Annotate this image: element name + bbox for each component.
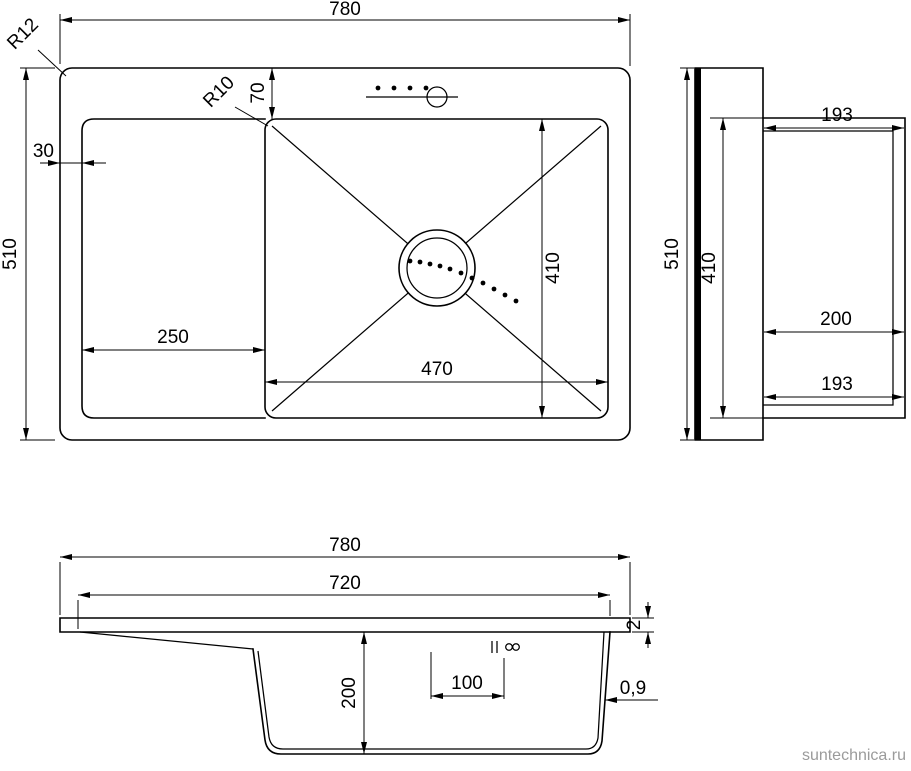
side-dim-bottom-depth: 193 (764, 374, 904, 400)
plan-dim-wing-width: 250 (82, 327, 265, 353)
faucet-dot (375, 85, 381, 91)
front-dim-rim-thickness: 2 (624, 602, 654, 648)
plan-bowl-edge (264, 118, 609, 419)
side-bowl-inner (763, 130, 894, 406)
side-dim-bowl-depth: 410 (699, 117, 763, 419)
front-dim-overall-width: 780 (59, 535, 631, 615)
front-bowl-inner (257, 631, 605, 750)
plan-inner-rim (81, 118, 266, 419)
front-dim-faucet-offset: 100 (430, 652, 505, 699)
dim-label: 70 (248, 82, 269, 103)
front-bowl-outer (252, 631, 611, 755)
plan-dim-bowl-width: 470 (265, 359, 608, 385)
dim-label: R12 (3, 14, 42, 53)
side-body-outline (694, 67, 764, 441)
side-bowl-outer (762, 117, 906, 419)
plan-dim-bowl-depth: 410 (539, 119, 564, 418)
dim-label: 510 (662, 238, 683, 270)
faucet-dot (423, 85, 429, 91)
side-rim-thick-edge (695, 68, 701, 440)
dim-label: 200 (339, 677, 360, 709)
plan-view: 780 510 R12 R10 70 30 (0, 0, 631, 441)
plan-dim-overall-width: 780 (59, 0, 631, 66)
side-dim-top-depth: 193 (764, 105, 904, 131)
faucet-dot (391, 85, 397, 91)
dim-label: 30 (33, 141, 54, 162)
plan-dim-corner-radius: R12 (3, 14, 67, 77)
plan-dim-overall-depth: 510 (0, 67, 55, 441)
side-dim-overall-depth: 510 (662, 67, 694, 441)
drain-outer-circle (398, 229, 476, 307)
faucet-hole-marking (366, 85, 458, 108)
drain-dotted-trail (407, 258, 519, 304)
front-dim-bowl-height: 200 (339, 632, 367, 754)
plan-dim-rim-left: 30 (33, 141, 106, 166)
dim-label: 2 (624, 620, 645, 631)
front-faucet-marks (491, 641, 520, 653)
faucet-dot (407, 85, 413, 91)
dim-label: 780 (329, 535, 361, 556)
dim-label: 200 (820, 309, 852, 330)
dim-label: 410 (699, 252, 720, 284)
dim-label: 780 (329, 0, 361, 20)
watermark: suntechnica.ru (802, 747, 906, 764)
front-rim-bar (59, 617, 631, 633)
plan-dim-rim-top: 70 (248, 68, 275, 119)
dim-label: 510 (0, 238, 21, 270)
front-drainboard-slope (79, 631, 254, 650)
front-dim-steel-thickness: 0,9 (605, 678, 658, 703)
dim-label: 410 (543, 252, 564, 284)
side-dim-mid-depth: 200 (764, 309, 904, 335)
front-view: 100 200 780 720 2 (59, 535, 658, 755)
dim-label: 720 (329, 573, 361, 594)
dim-label: 470 (421, 359, 453, 380)
drain-inner-circle (406, 237, 468, 299)
dim-label: R10 (199, 72, 238, 111)
dim-label: 250 (157, 327, 189, 348)
dim-label: 193 (821, 374, 853, 395)
dim-label: 193 (821, 105, 853, 126)
plan-outer-edge (59, 67, 631, 441)
front-dim-inner-width: 720 (77, 573, 611, 629)
dim-label: 100 (451, 673, 483, 694)
faucet-hole-circle (426, 86, 448, 108)
dim-label: 0,9 (620, 678, 646, 699)
drain-marking (398, 229, 519, 307)
side-view: 510 410 193 200 193 (662, 67, 906, 441)
